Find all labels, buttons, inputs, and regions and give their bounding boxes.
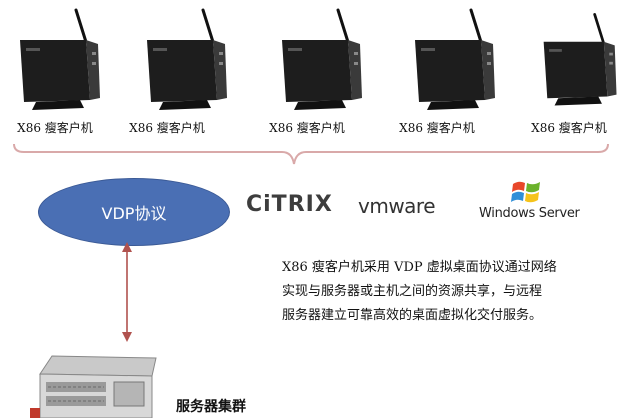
windows-server-logo: Windows Server: [479, 206, 580, 221]
vdp-protocol-label: VDP协议: [101, 204, 167, 223]
thin-client-device: [540, 8, 624, 112]
client-label: X86 瘦客户机: [129, 121, 205, 135]
decorative-marker: [30, 408, 40, 418]
client-label: X86 瘦客户机: [269, 121, 345, 135]
description-line: X86 瘦客户机采用 VDP 虚拟桌面协议通过网络: [282, 260, 557, 275]
thin-client-device: [278, 8, 368, 112]
client-label: X86 瘦客户机: [17, 121, 93, 135]
thin-client-device: [16, 8, 106, 112]
connection-arrow: [122, 242, 132, 342]
client-label: X86 瘦客户机: [531, 121, 607, 135]
vmware-logo: vmware: [358, 194, 436, 218]
server-rack-icon: [39, 355, 157, 418]
client-label: X86 瘦客户机: [399, 121, 475, 135]
vdp-protocol-oval: VDP协议: [38, 178, 230, 246]
citrix-logo: CiTRIX: [246, 192, 333, 217]
windows-flag-icon: [511, 181, 540, 203]
client-group-brace: [13, 143, 609, 165]
description-line: 服务器建立可靠高效的桌面虚拟化交付服务。: [282, 308, 543, 323]
thin-client-device: [143, 8, 233, 112]
thin-client-device: [411, 8, 501, 112]
description-line: 实现与服务器或主机之间的资源共享，与远程: [282, 284, 543, 299]
server-cluster-label: 服务器集群: [176, 399, 246, 415]
description-text: X86 瘦客户机采用 VDP 虚拟桌面协议通过网络 实现与服务器或主机之间的资源…: [282, 256, 620, 328]
